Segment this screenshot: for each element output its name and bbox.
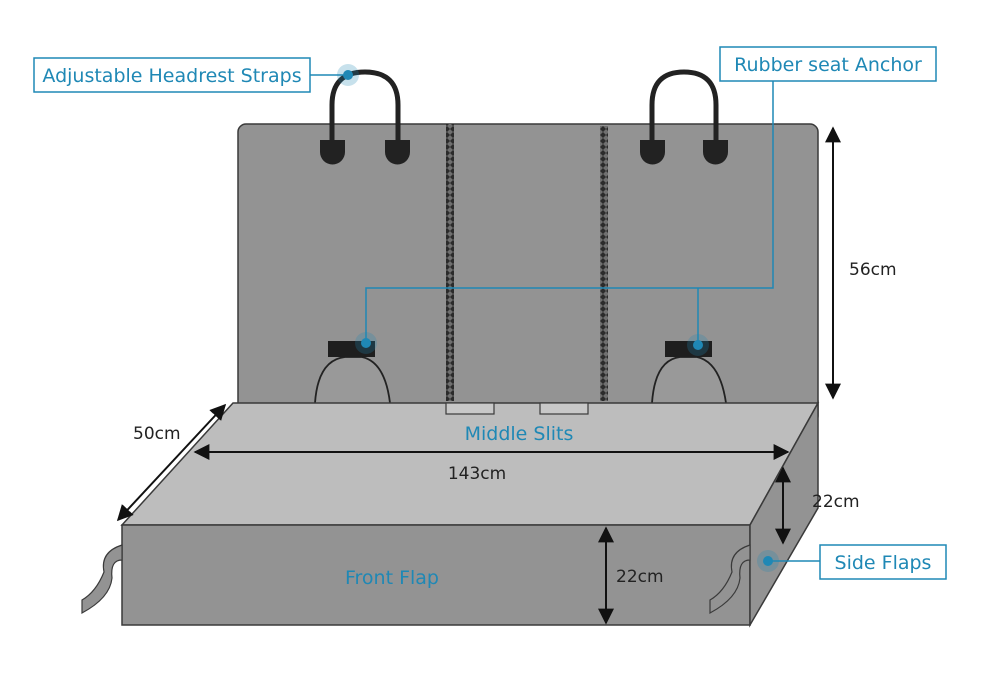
dim-backrest-height: 56cm	[849, 260, 897, 280]
callout-seat-anchor: Rubber seat Anchor	[734, 54, 922, 76]
seat-depth-arrow	[116, 403, 227, 522]
pin-dot-icon	[355, 332, 377, 354]
pin-dot-icon	[757, 550, 779, 572]
headrest-strap-icon	[640, 69, 728, 165]
dim-seat-depth: 50cm	[133, 424, 181, 444]
callout-box-headrest	[33, 57, 311, 93]
zipper-icon	[446, 124, 454, 401]
middle-slit	[445, 402, 495, 415]
callout-headrest-straps: Adjustable Headrest Straps	[42, 65, 301, 87]
callout-side-flaps: Side Flaps	[835, 552, 932, 574]
pin-dot-icon	[687, 334, 709, 356]
seat-anchor-icon	[314, 341, 391, 404]
dim-side-flap-height: 22cm	[812, 492, 860, 512]
strap-tail	[709, 544, 751, 615]
label-middle-slits: Middle Slits	[465, 423, 574, 445]
callout-box-side-flaps	[819, 544, 947, 580]
dim-seat-width: 143cm	[448, 464, 506, 484]
headrest-strap-icon	[320, 69, 410, 165]
dim-front-flap-height: 22cm	[616, 567, 664, 587]
leader-line	[365, 81, 774, 340]
front-flap-panel	[121, 524, 751, 626]
callout-box-anchor	[719, 46, 937, 82]
middle-slit	[539, 402, 589, 415]
zipper-icon	[600, 126, 608, 401]
strap-tail	[81, 544, 123, 615]
pin-dot-icon	[337, 64, 359, 86]
label-front-flap: Front Flap	[345, 567, 439, 589]
